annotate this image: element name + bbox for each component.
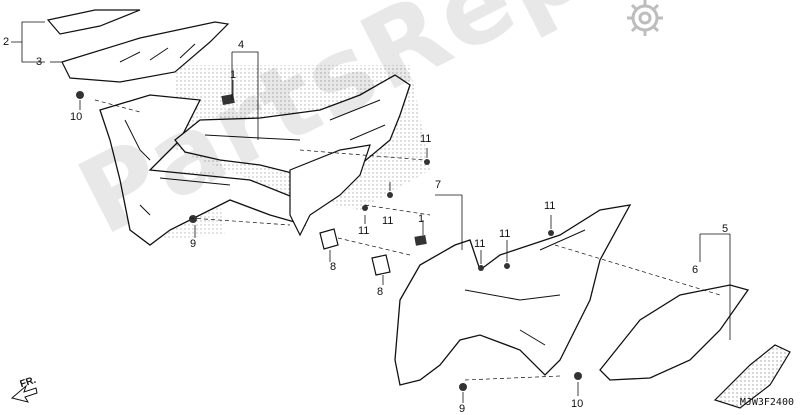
part-3-detail [119, 43, 196, 63]
callout-11-e: 11 [499, 228, 511, 240]
front-arrow-icon [10, 384, 38, 403]
callout-11-f: 11 [474, 238, 486, 250]
callout-8-right: 8 [377, 286, 384, 298]
part-2-top-cover[interactable] [46, 9, 141, 35]
callout-11-d: 11 [544, 200, 556, 212]
callout-1-upper: 1 [230, 69, 237, 81]
callout-9-left: 9 [190, 238, 197, 250]
callout-6: 6 [692, 264, 699, 276]
part-5-mesh[interactable] [713, 344, 791, 409]
callout-8-left: 8 [330, 261, 337, 273]
screw-11-right-c[interactable] [478, 265, 484, 271]
clip-part-1-right[interactable] [414, 235, 427, 246]
callout-11-c: 11 [358, 225, 370, 237]
left-inner-frame-detail [204, 99, 386, 141]
gear-icon[interactable] [627, 0, 663, 36]
leader-lines [11, 21, 731, 403]
callout-5: 5 [722, 223, 729, 235]
screw-11-right-a[interactable] [548, 230, 554, 236]
callout-11-a: 11 [420, 133, 432, 145]
assembly-lines [94, 99, 721, 381]
callout-4: 4 [238, 39, 245, 51]
screw-11-left-c[interactable] [362, 205, 368, 211]
collar-8-right[interactable] [371, 254, 391, 276]
bolt-10-left[interactable] [76, 91, 84, 99]
screw-11-left-b[interactable] [387, 192, 393, 198]
callout-9-right: 9 [459, 403, 466, 415]
callout-3: 3 [36, 56, 43, 68]
grommet-9-right[interactable] [459, 383, 467, 391]
callout-10-left: 10 [70, 111, 83, 123]
bolt-10-right[interactable] [574, 372, 582, 380]
callout-1-lower: 1 [418, 213, 425, 225]
left-inner-lower-panel[interactable] [289, 144, 371, 237]
right-side-cover-detail [464, 229, 586, 346]
grommet-9-left[interactable] [189, 215, 197, 223]
diagram-code: MJW3F2400 [739, 397, 794, 408]
clip-part-1-left[interactable] [221, 94, 235, 105]
screw-11-right-b[interactable] [504, 263, 510, 269]
screw-11-left-a[interactable] [424, 159, 430, 165]
callout-11-b: 11 [382, 215, 394, 227]
part-6-side-panel[interactable] [599, 284, 750, 381]
callout-10-right: 10 [571, 398, 584, 410]
left-side-cover-detail [124, 119, 231, 216]
part-3-garnish[interactable] [61, 21, 230, 83]
right-side-cover[interactable] [394, 204, 632, 386]
callout-2: 2 [3, 36, 10, 48]
collar-8-left[interactable] [319, 228, 339, 250]
callout-7: 7 [435, 179, 442, 191]
